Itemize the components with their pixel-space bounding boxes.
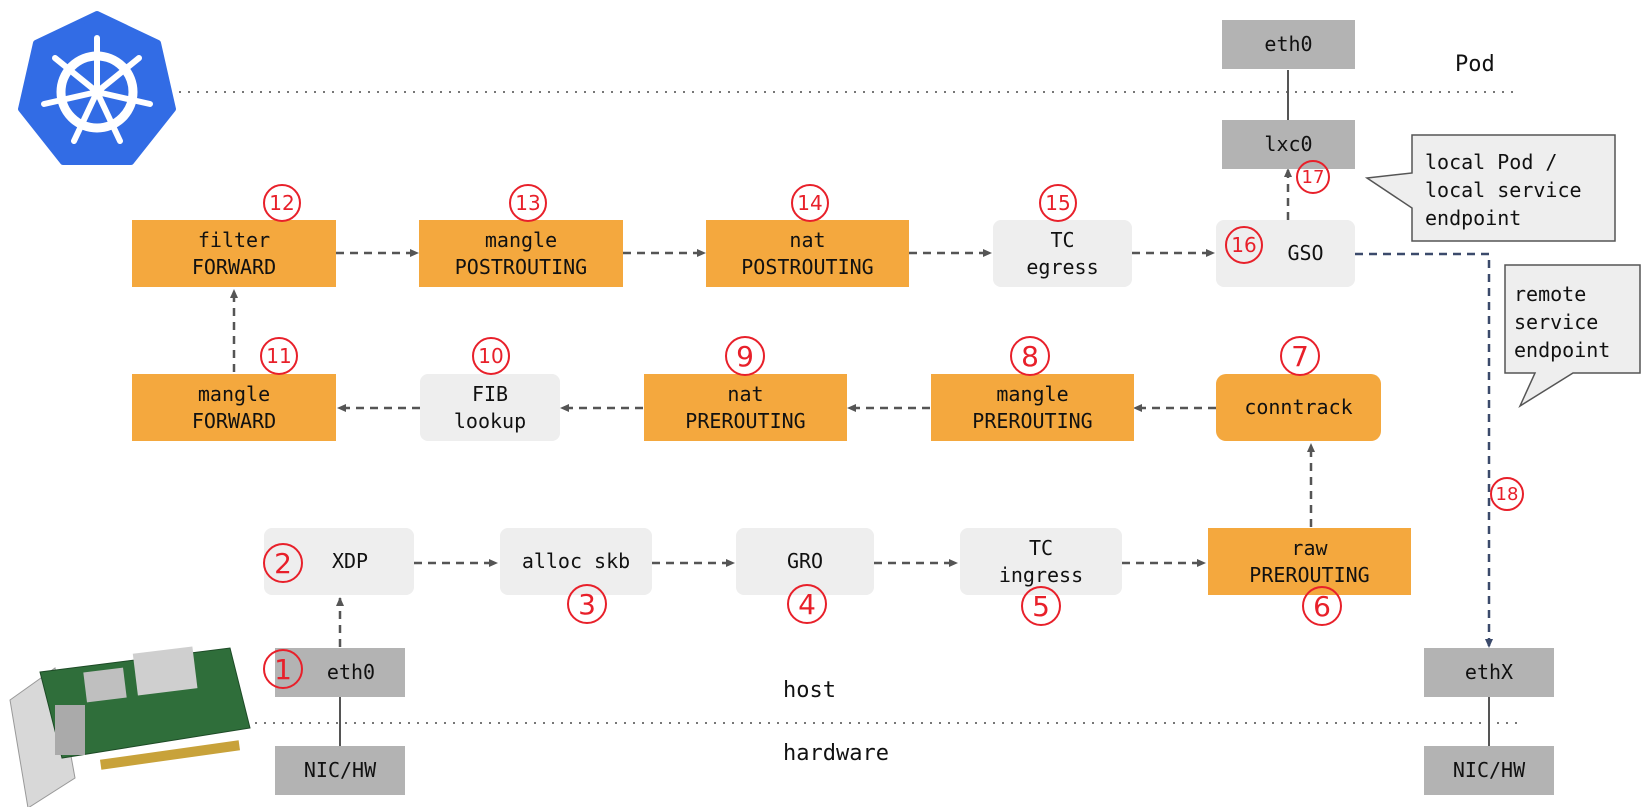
step-10-marker: 10 bbox=[472, 337, 510, 375]
callout-local-text: local Pod / local service endpoint bbox=[1425, 150, 1582, 230]
mangle-forward-box: mangle FORWARD bbox=[132, 374, 336, 441]
nic-hw-right-box: NIC/HW bbox=[1424, 746, 1554, 795]
step-11-marker: 11 bbox=[260, 337, 298, 375]
step-4-marker: 4 bbox=[787, 584, 827, 624]
pod-layer-label: Pod bbox=[1455, 52, 1495, 77]
step-5-marker: 5 bbox=[1021, 586, 1061, 626]
step-6-marker: 6 bbox=[1302, 586, 1342, 626]
host-layer-label: host bbox=[783, 678, 836, 703]
lxc0-box: lxc0 bbox=[1222, 120, 1355, 169]
step-14-marker: 14 bbox=[791, 184, 829, 222]
step-16-marker: 16 bbox=[1225, 226, 1263, 264]
ethx-box: ethX bbox=[1424, 648, 1554, 697]
step-2-marker: 2 bbox=[263, 543, 303, 583]
step-12-marker: 12 bbox=[263, 184, 301, 222]
step-8-marker: 8 bbox=[1010, 336, 1050, 376]
mangle-postrouting-box: mangle POSTROUTING bbox=[419, 220, 623, 287]
step-13-marker: 13 bbox=[509, 184, 547, 222]
step-7-marker: 7 bbox=[1280, 336, 1320, 376]
step-1-marker: 1 bbox=[263, 649, 303, 689]
tc-egress-box: TC egress bbox=[993, 220, 1132, 287]
mangle-prerouting-box: mangle PREROUTING bbox=[931, 374, 1134, 441]
kubernetes-logo-icon bbox=[18, 11, 176, 165]
step-15-marker: 15 bbox=[1039, 184, 1077, 222]
filter-forward-box: filter FORWARD bbox=[132, 220, 336, 287]
step-18-marker: 18 bbox=[1490, 477, 1524, 511]
callout-remote-shape bbox=[1504, 264, 1641, 408]
step-3-marker: 3 bbox=[567, 584, 607, 624]
pod-eth0-box: eth0 bbox=[1222, 20, 1355, 69]
callout-local-shape bbox=[1364, 134, 1616, 242]
tc-ingress-box: TC ingress bbox=[960, 528, 1122, 595]
conntrack-box: conntrack bbox=[1216, 374, 1381, 441]
raw-prerouting-box: raw PREROUTING bbox=[1208, 528, 1411, 595]
step-17-marker: 17 bbox=[1296, 160, 1330, 194]
network-card-icon bbox=[9, 646, 251, 807]
callout-remote-text: remote service endpoint bbox=[1514, 282, 1611, 362]
arrow-gso-to-ethx bbox=[1355, 252, 1493, 648]
alloc-skb-box: alloc skb bbox=[500, 528, 652, 595]
fib-lookup-box: FIB lookup bbox=[420, 374, 560, 441]
hardware-layer-label: hardware bbox=[783, 741, 889, 766]
nic-hw-left-box: NIC/HW bbox=[275, 746, 405, 795]
step-9-marker: 9 bbox=[725, 336, 765, 376]
nat-prerouting-box: nat PREROUTING bbox=[644, 374, 847, 441]
gro-box: GRO bbox=[736, 528, 874, 595]
nat-postrouting-box: nat POSTROUTING bbox=[706, 220, 909, 287]
